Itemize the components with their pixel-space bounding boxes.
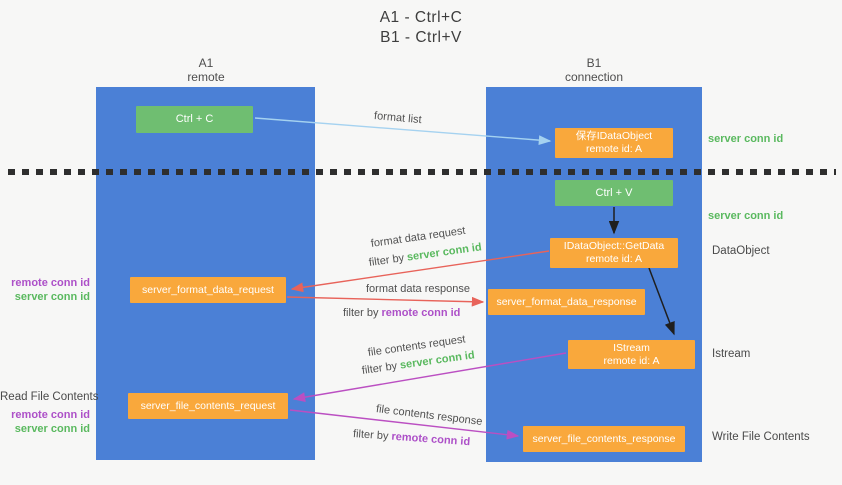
label-file-contents-response-filter: filter by remote conn id (353, 428, 471, 449)
node-server-file-contents-request-label: server_file_contents_request (140, 399, 276, 412)
label-format-data-response-filter: filter by remote conn id (343, 307, 460, 320)
annotation-server-conn-id-top: server conn id (708, 133, 784, 145)
lane-b1-subtitle: connection (564, 70, 624, 84)
node-istream-line1: IStream (613, 341, 650, 354)
node-save-idataobject-line2: remote id: A (585, 143, 643, 155)
node-server-file-contents-response-label: server_file_contents_response (532, 432, 676, 445)
node-ctrl-v[interactable]: Ctrl + V (555, 180, 673, 206)
annotation-dataobject: DataObject (712, 245, 770, 257)
annotation-remote-conn-id-left2: remote conn id (11, 409, 90, 421)
filter-key-remote-conn-id: remote conn id (381, 307, 461, 319)
lane-a1-subtitle: remote (187, 70, 225, 84)
node-save-idataobject-line1: 保存IDataObject (575, 130, 653, 142)
lane-b1-name: B1 (586, 56, 602, 70)
annotation-remote-conn-id-left1: remote conn id (11, 277, 90, 289)
annotation-server-conn-id-left1: server conn id (14, 291, 90, 303)
title-line-1: A1 - Ctrl+C (379, 9, 463, 26)
label-file-contents-response: file contents response (375, 403, 484, 429)
annotation-server-conn-id-left2: server conn id (14, 423, 90, 435)
node-save-idataobject[interactable]: 保存IDataObject remote id: A (555, 128, 673, 158)
label-format-list: format list (373, 110, 423, 127)
node-server-file-contents-response[interactable]: server_file_contents_response (523, 426, 685, 452)
node-idataobject-getdata-line1: IDataObject::GetData (563, 240, 665, 252)
filter-by-text: filter by (352, 428, 389, 443)
node-server-format-data-request[interactable]: server_format_data_request (130, 277, 286, 303)
filter-key-server-conn-id: server conn id (406, 241, 483, 264)
annotation-istream: Istream (712, 348, 751, 360)
section-divider (8, 169, 836, 175)
lane-a1-name: A1 (198, 56, 214, 70)
filter-key-remote-conn-id: remote conn id (391, 430, 471, 449)
lane-header-a1: A1 remote (146, 56, 266, 84)
node-server-format-data-response[interactable]: server_format_data_response (488, 289, 645, 315)
filter-by-text: filter by (343, 307, 379, 319)
annotation-server-conn-id-mid: server conn id (708, 210, 784, 222)
format-data-response-arrow (286, 296, 485, 307)
node-server-format-data-response-label: server_format_data_response (496, 295, 637, 308)
node-istream-line2: remote id: A (603, 354, 660, 367)
node-istream[interactable]: IStream remote id: A (568, 340, 695, 369)
filter-by-text: filter by (361, 360, 398, 377)
lane-header-b1: B1 connection (534, 56, 654, 84)
annotation-write-file-contents: Write File Contents (712, 431, 810, 443)
annotation-read-file-contents: Read File Contents (0, 391, 99, 403)
node-server-file-contents-request[interactable]: server_file_contents_request (128, 393, 288, 419)
node-idataobject-getdata[interactable]: IDataObject::GetData remote id: A (550, 238, 678, 268)
label-format-data-response: format data response (366, 283, 470, 295)
node-idataobject-getdata-line2: remote id: A (585, 253, 643, 265)
node-server-format-data-request-label: server_format_data_request (142, 283, 274, 296)
node-ctrl-c-label: Ctrl + C (175, 113, 214, 125)
node-ctrl-c[interactable]: Ctrl + C (136, 106, 253, 133)
node-ctrl-v-label: Ctrl + V (595, 186, 633, 199)
filter-by-text: filter by (368, 252, 405, 269)
title-line-2: B1 - Ctrl+V (380, 29, 462, 46)
diagram-title: A1 - Ctrl+C B1 - Ctrl+V (291, 8, 551, 48)
